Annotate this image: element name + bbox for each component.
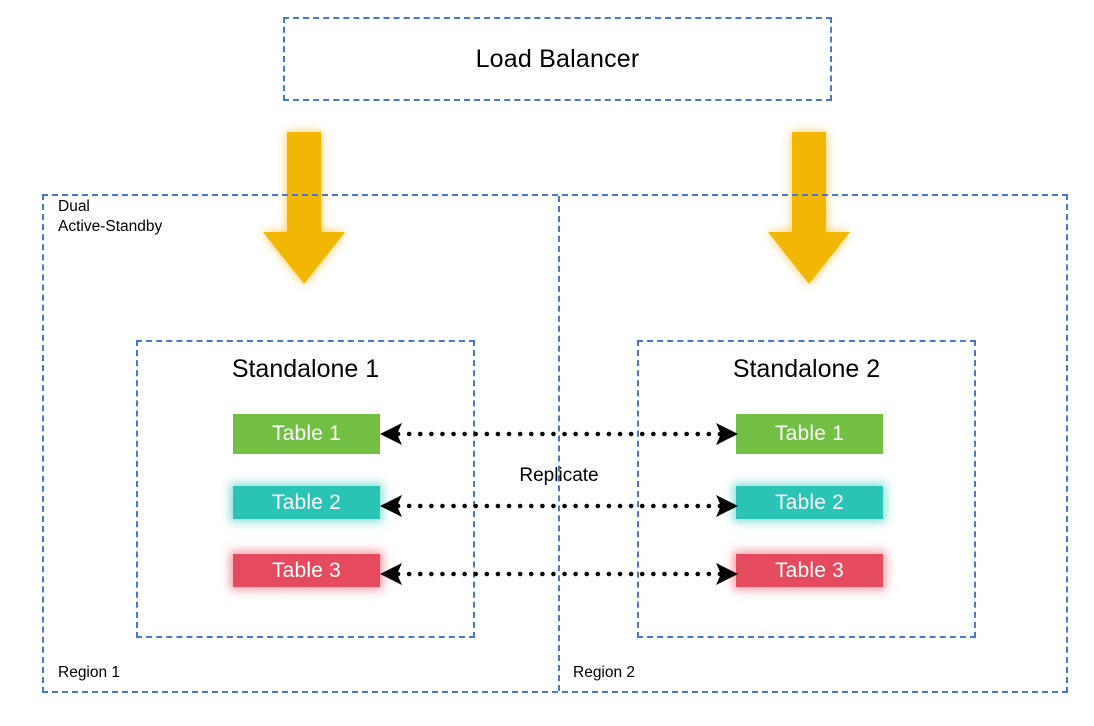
standalone-box-2[interactable] — [637, 340, 976, 638]
table-chip-region2-table1[interactable]: Table 1 — [736, 414, 883, 454]
table-chip-region2-table2[interactable]: Table 2 — [736, 486, 883, 519]
load-balancer-box[interactable]: Load Balancer — [283, 17, 832, 101]
standalone-title-1: Standalone 1 — [231, 355, 380, 383]
replication-arrowheads — [380, 423, 738, 585]
replication-connectors — [380, 423, 738, 585]
table-chip-region1-table1[interactable]: Table 1 — [233, 414, 380, 454]
regions-container — [42, 194, 1068, 693]
table-chip-label: Table 2 — [774, 490, 845, 514]
traffic-down-arrow-icon-1 — [263, 132, 345, 284]
replicate-label: Replicate — [519, 465, 599, 486]
traffic-down-arrow-icon-2 — [768, 132, 850, 284]
table-chip-label: Table 1 — [774, 422, 845, 445]
table-chip-region1-table2[interactable]: Table 2 — [233, 486, 380, 519]
region-label-1: Region 1 — [58, 664, 121, 681]
table-chip-label: Table 3 — [774, 558, 845, 582]
dual-mode-label: Dual Active-Standby — [58, 198, 163, 235]
load-balancer-label: Load Balancer — [475, 44, 640, 73]
standalone-title-2: Standalone 2 — [732, 355, 881, 383]
table-chip-label: Table 1 — [271, 422, 342, 445]
table-chip-region1-table3[interactable]: Table 3 — [233, 554, 380, 587]
standalone-box-1[interactable] — [136, 340, 475, 638]
table-chip-label: Table 2 — [271, 490, 342, 514]
region-label-2: Region 2 — [573, 664, 636, 681]
table-chip-region2-table3[interactable]: Table 3 — [736, 554, 883, 587]
table-chip-label: Table 3 — [271, 558, 342, 582]
region-divider — [558, 196, 560, 691]
